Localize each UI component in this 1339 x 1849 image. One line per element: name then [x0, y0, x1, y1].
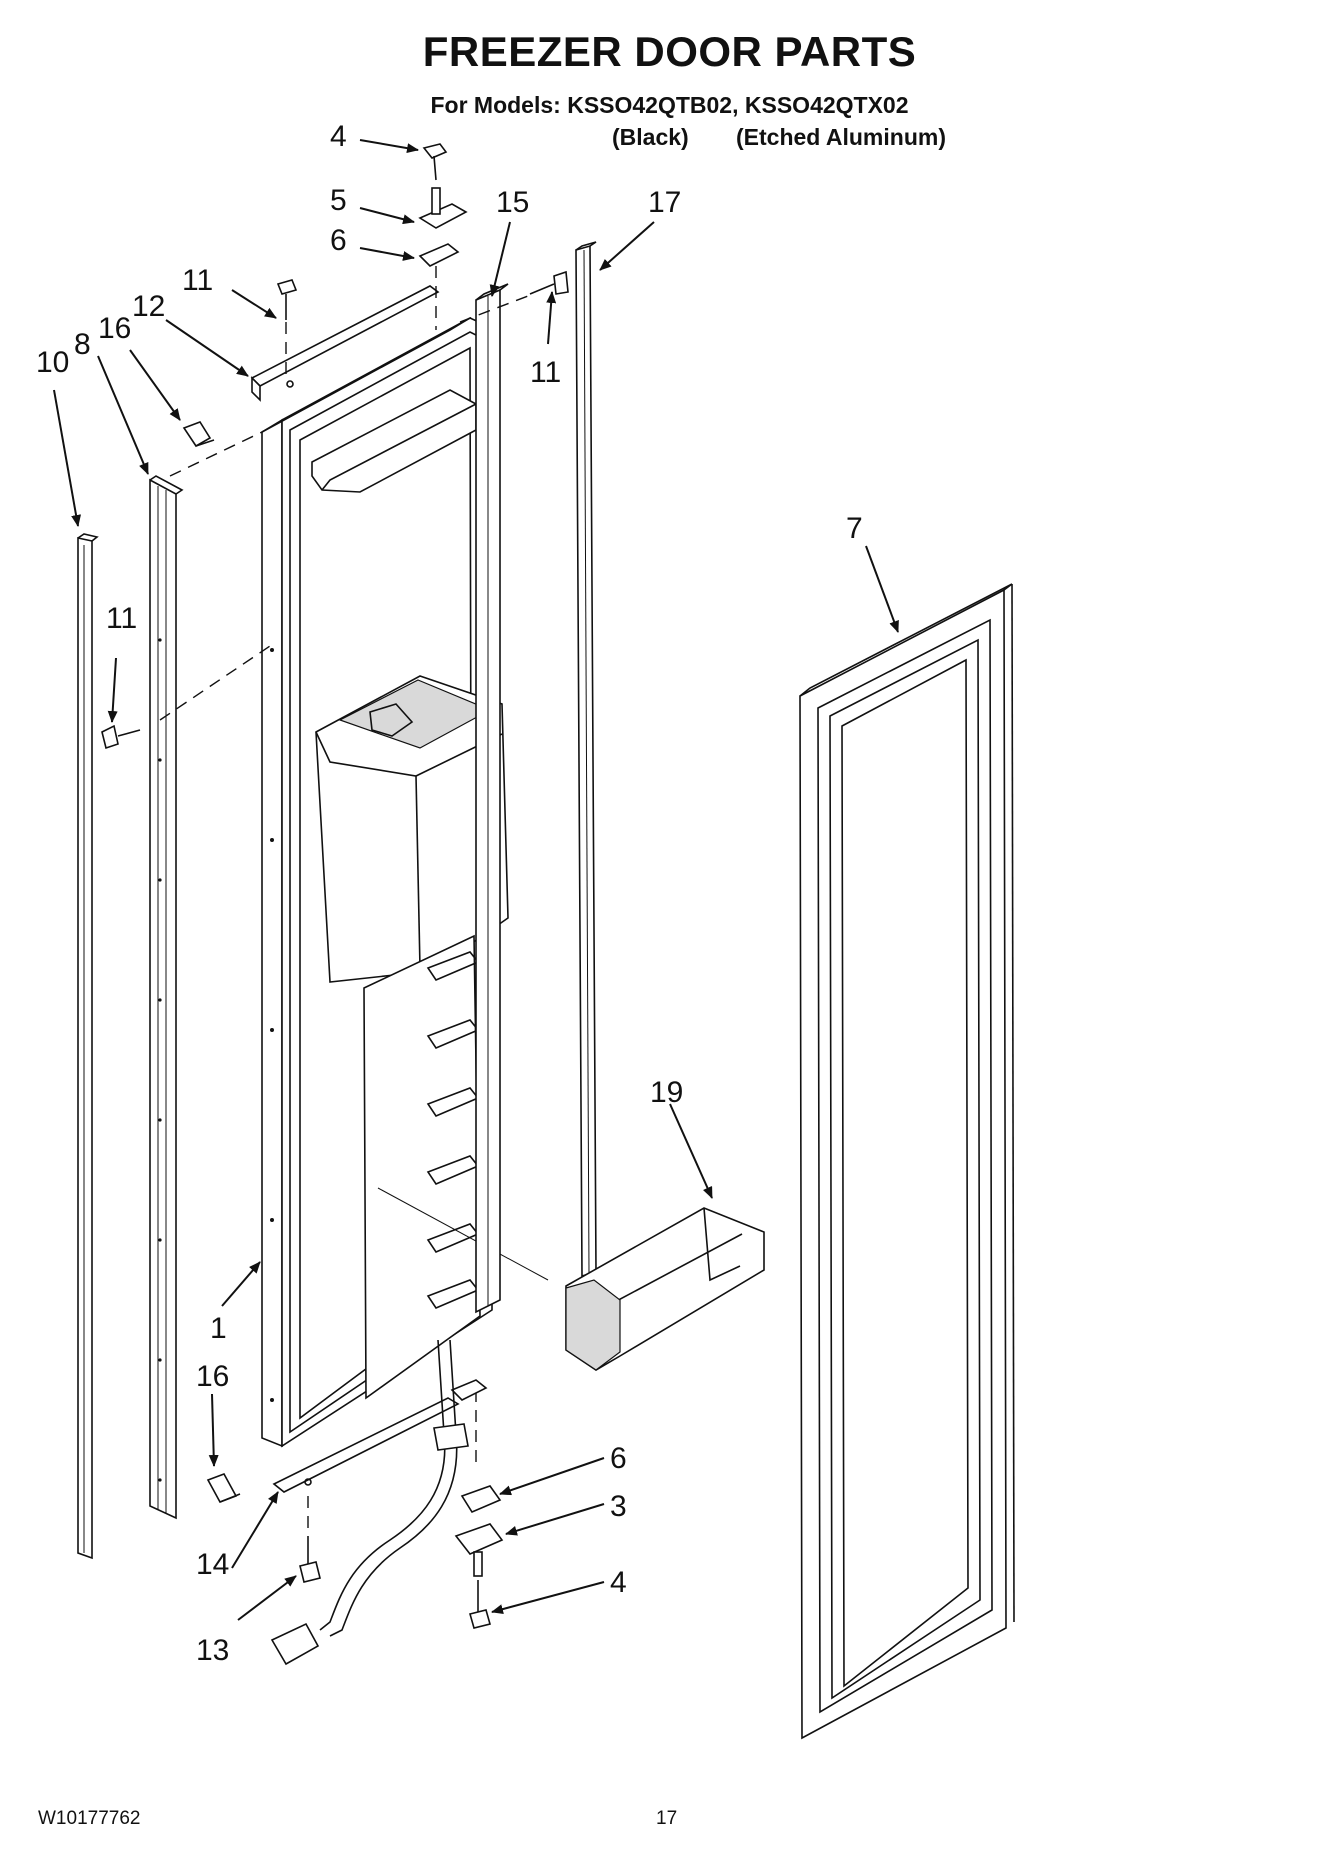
hinge-screw-part-4-top [422, 143, 448, 181]
callout-4-bottom: 4 [610, 1566, 627, 1599]
callout-17: 17 [648, 186, 681, 219]
screw-11-right-dash [459, 295, 529, 323]
document-number: W10177762 [38, 1808, 141, 1829]
screw-part-11-left [101, 724, 141, 750]
callout-10: 10 [36, 346, 69, 379]
callout-16-bottom: 16 [196, 1360, 229, 1393]
screw-11-left-dash [159, 645, 271, 721]
leader-arrows [53, 139, 899, 1621]
hinge-screw-part-4-bottom [469, 1580, 491, 1629]
bracket-16-dash [169, 431, 263, 477]
screw-part-11-top-left [276, 279, 298, 320]
page-number: 17 [656, 1808, 678, 1829]
hinge-shim-part-6-top [418, 243, 460, 267]
hinge-bracket-bottom [450, 1379, 488, 1401]
variant-black-label: (Black) [612, 124, 689, 150]
callout-8: 8 [74, 328, 91, 361]
callout-11-top-right: 11 [530, 356, 561, 389]
callout-6-top: 6 [330, 224, 347, 257]
callout-11-left: 11 [106, 602, 137, 635]
bottom-bracket-part-14 [272, 1397, 460, 1493]
callout-1: 1 [210, 1312, 227, 1345]
callout-12: 12 [132, 290, 165, 323]
top-bracket-part-12 [250, 285, 440, 402]
wire-harness [270, 1339, 469, 1666]
callout-7: 7 [846, 512, 863, 545]
callout-19: 19 [650, 1076, 683, 1109]
screw-part-11-top-right [529, 270, 569, 295]
callout-6-bottom: 6 [610, 1442, 627, 1475]
door-panel-part-1 [261, 317, 549, 1448]
clip-part-16-top [182, 421, 215, 448]
trim-strip-part-10 [77, 533, 99, 1560]
callout-13: 13 [196, 1634, 229, 1667]
models-line: For Models: KSSO42QTB02, KSSO42QTX02 [430, 92, 909, 118]
hinge-plate-part-3 [454, 1523, 504, 1577]
callout-15: 15 [496, 186, 529, 219]
callout-4-top: 4 [330, 120, 347, 153]
callout-16-top: 16 [98, 312, 131, 345]
channel-strip-part-8 [149, 475, 184, 1520]
door-gasket-part-7 [799, 583, 1015, 1740]
variant-etched-label: (Etched Aluminum) [736, 124, 946, 150]
callout-5: 5 [330, 184, 347, 217]
hinge-shim-part-6-bottom [460, 1485, 502, 1514]
door-bin-part-19 [565, 1207, 765, 1371]
screw-part-13 [299, 1536, 321, 1583]
clip-part-16-bottom [206, 1473, 241, 1503]
hinge-plate-part-5 [418, 187, 468, 229]
callout-11-top-left: 11 [182, 264, 213, 297]
trim-strip-part-17 [575, 241, 597, 1278]
callout-14: 14 [196, 1548, 229, 1581]
callout-3: 3 [610, 1490, 627, 1523]
page-title: FREEZER DOOR PARTS [422, 28, 917, 75]
